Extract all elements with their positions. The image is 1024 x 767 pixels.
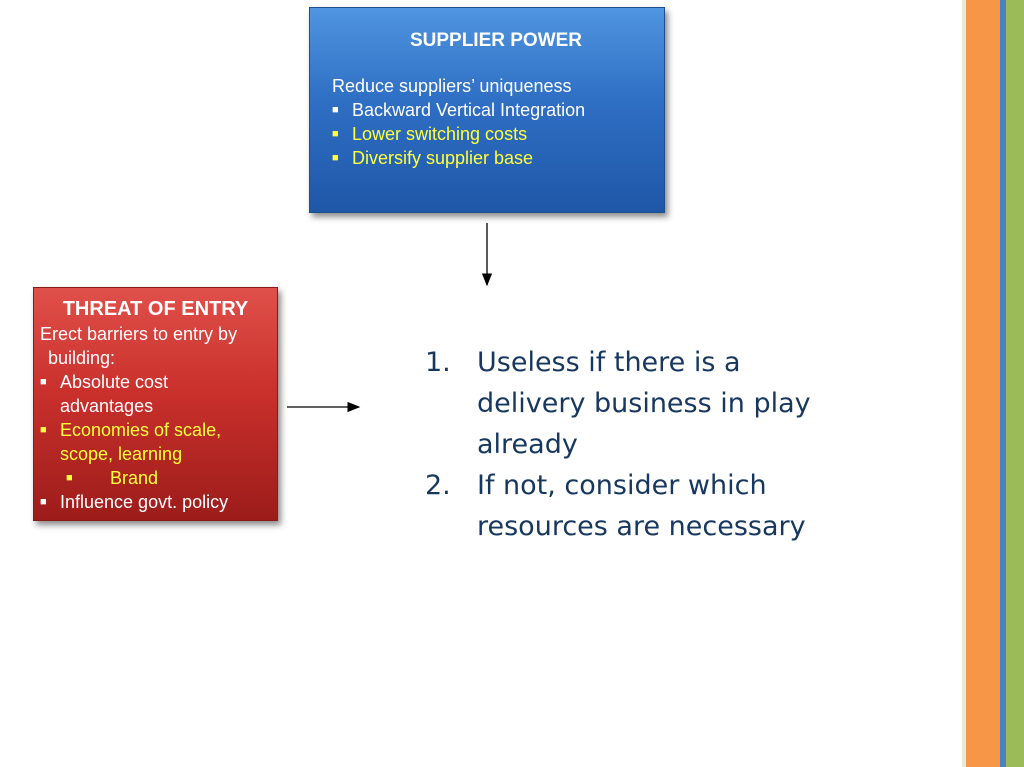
supplier-power-title: SUPPLIER POWER <box>409 30 583 51</box>
supplier-power-subtitle: Reduce suppliers’ uniqueness <box>332 76 572 96</box>
entry-intro-line-2: building: <box>48 348 116 368</box>
list-item: ■ Backward Vertical Integration <box>332 98 646 122</box>
threat-of-entry-title: THREAT OF ENTRY <box>62 298 249 320</box>
entry-item-1-line-2: advantages <box>60 396 154 416</box>
list-number: 1. <box>425 347 451 378</box>
list-item: 1. Useless if there is a delivery busine… <box>425 342 845 465</box>
square-bullet-icon: ■ <box>66 472 73 484</box>
stripe-blue <box>1000 0 1006 767</box>
entry-sub-item: Brand <box>110 468 159 488</box>
list-item: ■ Absolute cost <box>40 370 271 394</box>
threat-of-entry-box: THREAT OF ENTRY Erect barriers to entry … <box>33 287 278 521</box>
list-item: 2. If not, consider which resources are … <box>425 465 845 547</box>
stripe-green <box>1006 0 1024 767</box>
square-bullet-icon: ■ <box>332 128 339 140</box>
square-bullet-icon: ■ <box>332 152 339 164</box>
decorative-stripes <box>962 0 1024 767</box>
numbered-list: 1. Useless if there is a delivery busine… <box>425 342 845 547</box>
supplier-power-box: SUPPLIER POWER Reduce suppliers’ uniquen… <box>309 7 665 213</box>
list-item: ■ Economies of scale, <box>40 418 271 442</box>
entry-item-2-line-2: scope, learning <box>60 444 183 464</box>
list-item: ■ Brand <box>40 466 271 490</box>
list-item: ■ Diversify supplier base <box>332 146 646 170</box>
entry-intro-line-1: Erect barriers to entry by <box>40 324 238 344</box>
entry-item-2-line-1: Economies of scale, <box>60 420 222 440</box>
entry-item-3: Influence govt. policy <box>60 492 229 512</box>
list-item: ■ Influence govt. policy <box>40 490 271 514</box>
list-item: ■ Lower switching costs <box>332 122 646 146</box>
list-text-line: delivery business in play <box>477 388 811 419</box>
list-number: 2. <box>425 470 451 501</box>
entry-item-1-line-1: Absolute cost <box>60 372 169 392</box>
list-text-line: Useless if there is a <box>477 347 741 378</box>
square-bullet-icon: ■ <box>40 496 47 508</box>
supplier-item-1: Backward Vertical Integration <box>352 100 586 120</box>
list-text-line: If not, consider which <box>477 470 767 501</box>
list-text-line: resources are necessary <box>477 511 806 542</box>
list-text-line: already <box>477 429 578 460</box>
stripe-orange <box>966 0 1000 767</box>
supplier-item-2: Lower switching costs <box>352 124 528 144</box>
square-bullet-icon: ■ <box>40 376 47 388</box>
square-bullet-icon: ■ <box>332 104 339 116</box>
stripe-light <box>962 0 966 767</box>
supplier-item-3: Diversify supplier base <box>352 148 534 168</box>
square-bullet-icon: ■ <box>40 424 47 436</box>
